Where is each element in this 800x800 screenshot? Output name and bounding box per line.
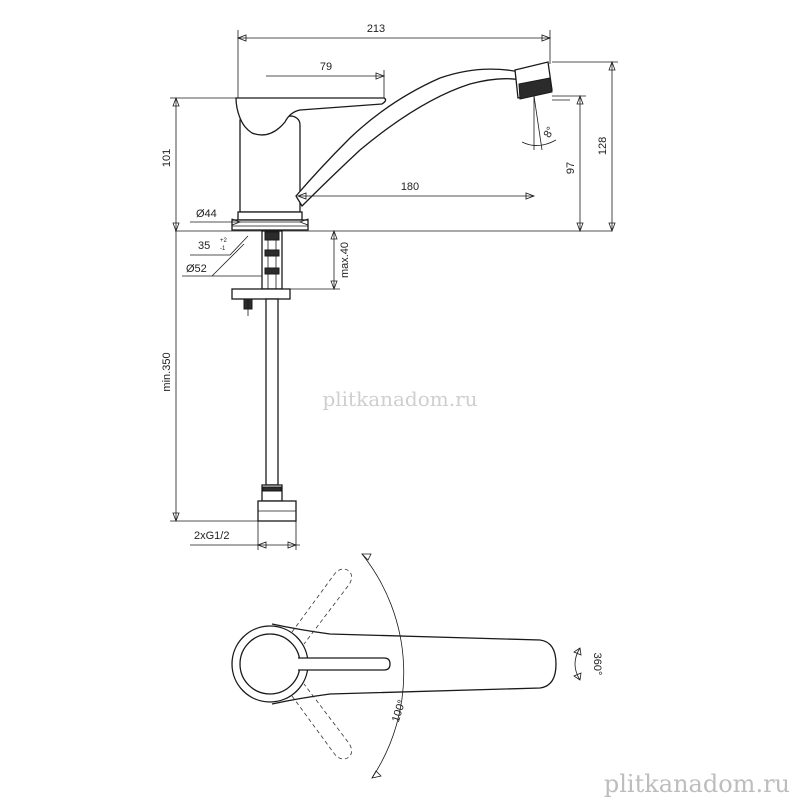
handle-rotation-arc bbox=[361, 553, 405, 779]
plan-body-inner bbox=[239, 633, 301, 695]
dimension-lines bbox=[170, 30, 618, 550]
base-ring bbox=[237, 211, 303, 221]
dim-spout-angle: 8° bbox=[542, 125, 558, 140]
aerator bbox=[518, 77, 553, 100]
handle-position-down bbox=[291, 683, 352, 760]
dim-spout-height: 97 bbox=[565, 162, 577, 174]
dim-hole-tol-minus: -1 bbox=[220, 246, 226, 252]
plan-spout-outline bbox=[271, 623, 557, 705]
dimension-labels: 213 79 101 128 97 180 8° Ø44 35 +2 -1 Ø5… bbox=[161, 23, 609, 542]
dim-handle-length: 79 bbox=[320, 61, 332, 73]
dim-handle-rotation: 100° bbox=[390, 698, 408, 723]
dim-hole-diameter: 35 bbox=[198, 240, 210, 252]
dim-base-diameter: Ø44 bbox=[196, 208, 217, 220]
faucet-body bbox=[239, 115, 301, 213]
dim-spout-length: 180 bbox=[401, 181, 419, 193]
dim-spout-rotation: 360° bbox=[591, 653, 603, 676]
watermark-corner: plitkanadom.ru bbox=[604, 770, 790, 798]
faucet-elevation-view bbox=[175, 61, 612, 522]
dim-hole-tol-plus: +2 bbox=[220, 238, 228, 244]
handle-position-up bbox=[291, 568, 352, 645]
dim-connection: 2xG1/2 bbox=[194, 530, 229, 542]
dim-flange-diameter: Ø52 bbox=[186, 263, 207, 275]
dim-total-width: 213 bbox=[367, 23, 385, 35]
faucet-plan-view: 100° 360° bbox=[231, 553, 603, 779]
fixing-plate bbox=[231, 288, 291, 300]
shank-thread bbox=[264, 231, 280, 241]
flexible-hose bbox=[265, 298, 279, 486]
dim-hose-length: min.350 bbox=[161, 352, 173, 391]
plan-slot bbox=[298, 657, 391, 671]
dim-total-height: 128 bbox=[597, 137, 609, 155]
spout-rotation-symbol bbox=[574, 647, 581, 681]
dim-body-height: 101 bbox=[161, 149, 173, 167]
base-flange bbox=[231, 219, 309, 231]
dim-max-thickness: max.40 bbox=[339, 242, 351, 278]
handle-lever bbox=[235, 97, 387, 136]
watermark-center: plitkanadom.ru bbox=[322, 387, 477, 411]
